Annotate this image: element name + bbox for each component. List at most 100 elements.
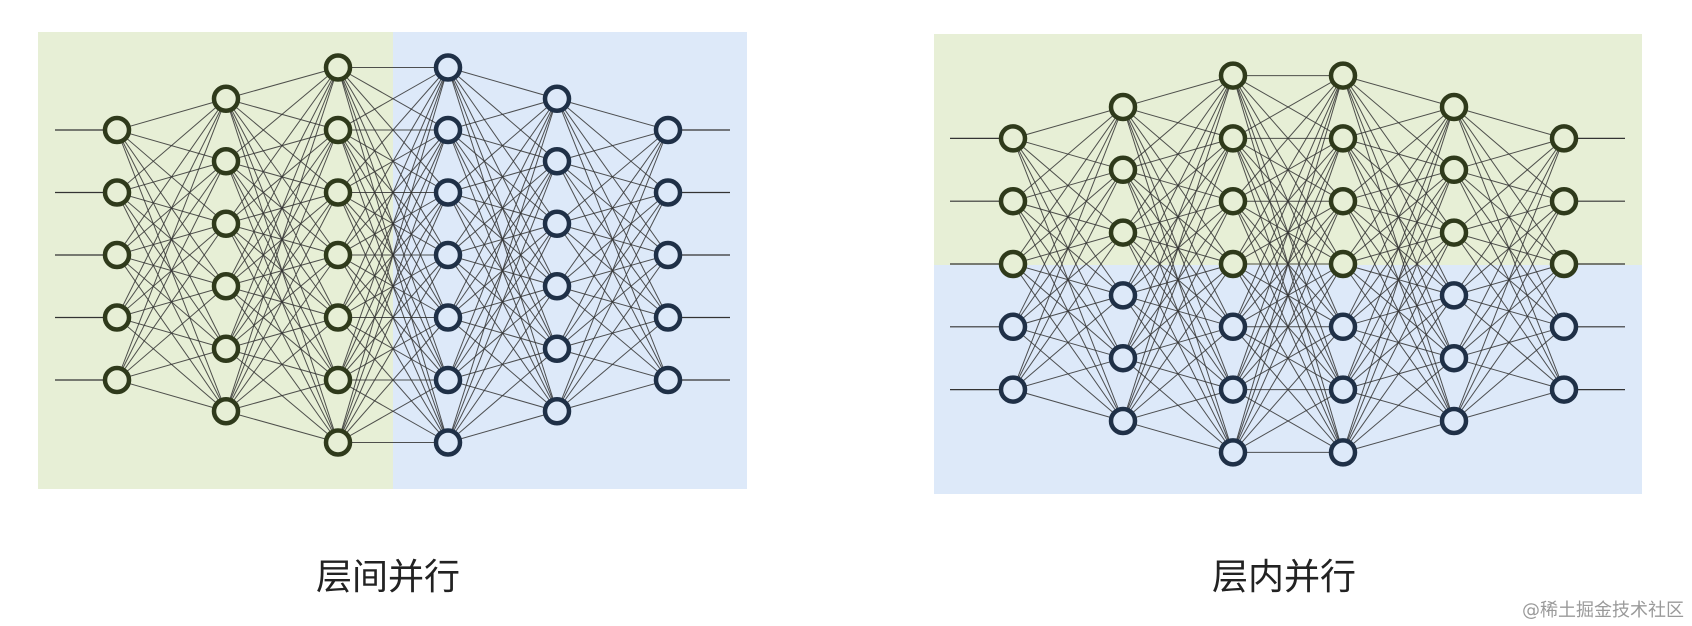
edge [1232, 75, 1344, 328]
network-edges [55, 67, 730, 443]
network-nodes [102, 53, 683, 457]
edge [556, 129, 669, 287]
neuron-node [433, 365, 463, 395]
neuron-node [1218, 438, 1248, 467]
edge [447, 98, 558, 318]
neuron-node [323, 178, 353, 207]
edge [447, 410, 558, 443]
edge [556, 129, 669, 412]
edge [1342, 357, 1455, 453]
edge [1342, 106, 1455, 265]
edge [1232, 75, 1344, 453]
edge [337, 254, 449, 443]
edge [337, 379, 449, 443]
neuron-node [653, 303, 683, 332]
partition-b-region [934, 265, 1642, 494]
edge [1122, 75, 1234, 422]
edge [1232, 75, 1344, 265]
neuron-node [1218, 124, 1248, 153]
edge [337, 67, 449, 193]
neuron-node [1549, 312, 1579, 342]
edge [337, 67, 449, 318]
edge [225, 379, 339, 412]
neuron-node [542, 147, 572, 176]
edge [225, 67, 339, 100]
neuron-node [102, 115, 132, 145]
neuron-node [323, 303, 353, 332]
edge [556, 192, 669, 412]
edge [225, 67, 339, 349]
neuron-node [323, 240, 353, 270]
neuron-node [433, 240, 463, 270]
edge [1342, 75, 1455, 108]
edge [337, 129, 449, 443]
caption-inter-layer: 层间并行 [315, 557, 461, 598]
neuron-node [433, 178, 463, 207]
edge [556, 379, 669, 412]
edge [1012, 106, 1124, 202]
edge [447, 67, 558, 100]
neuron-node [1108, 92, 1138, 122]
neuron-node [1328, 124, 1358, 153]
edge [1232, 138, 1344, 453]
edge [225, 67, 339, 287]
network-edges [950, 75, 1625, 453]
edge [1012, 106, 1124, 328]
edge [1342, 295, 1455, 453]
edge [1453, 138, 1565, 359]
neuron-node [1108, 406, 1138, 436]
neuron-node [1549, 375, 1579, 404]
edge [1232, 200, 1344, 453]
neuron-node [1108, 218, 1138, 247]
neuron-node [1439, 281, 1469, 310]
neuron-node [102, 303, 132, 332]
neuron-node [1218, 61, 1248, 90]
edge [337, 317, 449, 443]
edge [447, 223, 558, 443]
neuron-node [1328, 249, 1358, 279]
edge [1342, 106, 1455, 453]
edge [1122, 200, 1234, 422]
neuron-node [1549, 124, 1579, 153]
edge [556, 129, 669, 225]
neuron-node [542, 209, 572, 238]
neuron-node [1328, 438, 1358, 467]
edge [116, 348, 227, 381]
neuron-node [433, 303, 463, 332]
edge [337, 67, 449, 443]
neuron-node [998, 312, 1028, 342]
edge [225, 410, 339, 443]
edge [337, 67, 449, 381]
neuron-node [1439, 155, 1469, 185]
edge [116, 98, 227, 131]
neuron-node [998, 124, 1028, 153]
neuron-node [998, 186, 1028, 216]
edge [116, 285, 227, 381]
neuron-node [542, 397, 572, 426]
neuron-node [1439, 343, 1469, 373]
neuron-node [211, 334, 241, 363]
edge [1012, 106, 1124, 265]
neuron-node [433, 115, 463, 145]
neuron-node [542, 272, 572, 301]
edge [1232, 75, 1344, 202]
neuron-node [653, 240, 683, 270]
neuron-node [653, 178, 683, 207]
edge [1122, 75, 1234, 359]
neuron-node [211, 84, 241, 113]
neuron-node [1549, 249, 1579, 279]
neuron-node [998, 375, 1028, 404]
inter-layer-parallel-diagram [38, 32, 747, 489]
edge [1232, 389, 1344, 453]
edge [225, 67, 339, 225]
neuron-node [102, 365, 132, 395]
edge [116, 98, 227, 256]
edge [1342, 106, 1455, 328]
neuron-node [1218, 375, 1248, 404]
neuron-node [102, 240, 132, 270]
caption-intra-layer: 层内并行 [1211, 557, 1357, 598]
neuron-node [211, 147, 241, 176]
edge [1453, 138, 1565, 422]
neuron-node [1328, 186, 1358, 216]
neuron-node [1439, 92, 1469, 122]
